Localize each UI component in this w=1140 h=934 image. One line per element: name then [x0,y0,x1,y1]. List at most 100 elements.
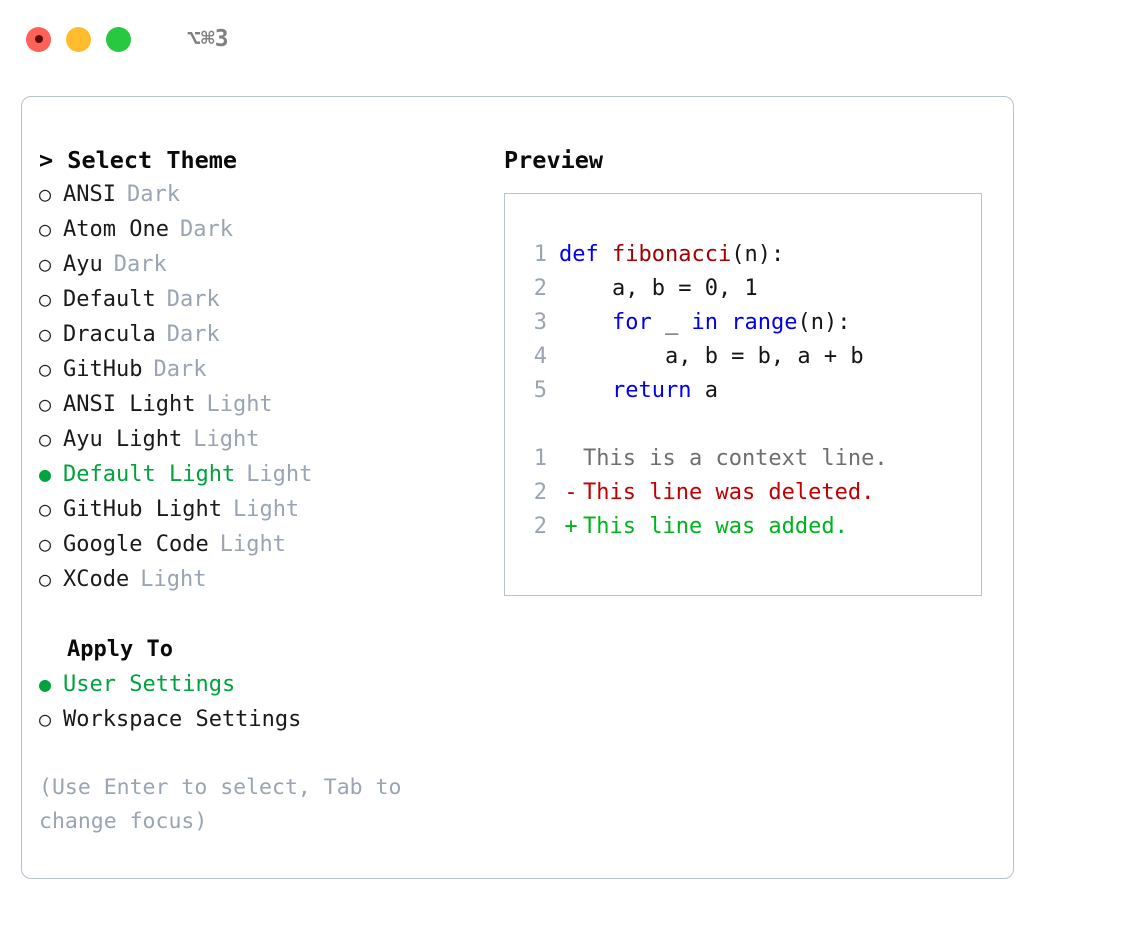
code-line: 4 a, b = b, a + b [517,340,981,374]
diff-line-text: This is a context line. [583,446,888,471]
theme-option[interactable]: ○ XCode Light [39,562,492,597]
diff-marker: + [564,514,578,539]
apply-to-option[interactable]: ●User Settings [39,667,492,702]
diff-line: 1 This is a context line. [517,442,981,476]
theme-option-label: Google Code [63,532,209,557]
radio-unselected-icon: ○ [39,567,52,591]
code-token: (n): [797,310,851,335]
theme-variant-badge: Dark [166,287,220,312]
code-token: range [731,310,798,335]
code-token [559,310,612,335]
code-line-text: a, b = b, a + b [559,340,864,374]
radio-unselected-icon: ○ [39,532,52,556]
theme-option-label: GitHub Light [63,497,222,522]
apply-to-option[interactable]: ○Workspace Settings [39,702,492,737]
theme-variant-badge: Dark [179,217,233,242]
theme-option[interactable]: ○ Ayu Light Light [39,422,492,457]
code-line-number: 5 [533,378,547,403]
diff-line-text: This line was added. [583,514,848,539]
theme-option[interactable]: ○ ANSI Dark [39,177,492,212]
theme-option-label: Default [63,287,156,312]
code-token [718,310,731,335]
theme-option-label: XCode [63,567,130,592]
radio-unselected-icon: ○ [39,182,52,206]
apply-to-list[interactable]: ●User Settings○Workspace Settings [39,667,492,737]
theme-variant-badge: Light [246,462,313,487]
diff-line: 2 +This line was added. [517,510,981,544]
diff-marker: - [564,480,578,505]
theme-option[interactable]: ○ Default Dark [39,282,492,317]
code-line: 5 return a [517,374,981,408]
diff-sample: 1 This is a context line. 2-This line was… [517,442,981,544]
minimize-window-button[interactable] [66,26,91,52]
keyboard-shortcut-label: ⌥⌘3 [187,25,229,52]
code-line-number: 2 [533,276,547,301]
close-window-button[interactable] [26,26,51,52]
code-token: def [559,242,612,267]
code-token: for [611,310,652,335]
theme-variant-badge: Light [232,497,300,522]
theme-variant-badge: Light [193,427,260,452]
theme-option-label: ANSI [63,182,116,207]
maximize-window-button[interactable] [106,26,131,52]
theme-option-label: Ayu Light [63,427,183,452]
radio-unselected-icon: ○ [39,497,52,521]
theme-option-label: GitHub [63,357,143,382]
code-line-text: def fibonacci(n): [559,238,784,272]
code-token: _ [651,310,692,335]
code-line: 2 a, b = 0, 1 [517,272,981,306]
diff-line-number: 2 [533,480,547,505]
radio-selected-icon: ● [39,462,52,486]
theme-option-label: Ayu [63,252,103,277]
code-token: (n): [731,242,785,267]
code-token: a, b = 0, 1 [559,276,758,301]
code-line-text: return a [559,374,718,408]
radio-unselected-icon: ○ [39,427,52,451]
theme-option-label: ANSI Light [63,392,196,417]
window-titlebar: ⌥⌘3 [0,0,1140,78]
theme-variant-badge: Dark [113,252,167,277]
theme-option-label: Default Light [63,462,236,487]
code-line-number: 4 [533,344,547,369]
theme-option[interactable]: ● Default Light Light [39,457,492,492]
radio-unselected-icon: ○ [39,392,52,416]
code-token [559,378,612,403]
theme-variant-badge: Light [140,567,207,592]
code-line-number: 1 [533,242,547,267]
theme-variant-badge: Dark [126,182,180,207]
diff-line-number: 2 [533,514,547,539]
theme-option[interactable]: ○ GitHub Light Light [39,492,492,527]
theme-option[interactable]: ○ Ayu Dark [39,247,492,282]
diff-line-number: 1 [533,446,547,471]
code-line: 3 for _ in range(n): [517,306,981,340]
code-line: 1 def fibonacci(n): [517,238,981,272]
diff-marker [559,442,583,476]
diff-line-text: This line was deleted. [583,480,875,505]
theme-variant-badge: Dark [166,322,220,347]
code-token: in [691,310,718,335]
code-token: a, b = b, a + b [559,344,864,369]
apply-to-heading: Apply To [67,637,173,662]
theme-variant-badge: Dark [153,357,207,382]
radio-unselected-icon: ○ [39,322,52,346]
preview-heading: Preview [504,146,604,174]
apply-to-option-label: Workspace Settings [63,707,302,732]
traffic-lights [26,26,131,52]
apply-to-option-label: User Settings [63,672,236,697]
code-line-text: a, b = 0, 1 [559,272,758,306]
code-token: fibonacci [611,242,732,267]
radio-unselected-icon: ○ [39,287,52,311]
radio-unselected-icon: ○ [39,252,52,276]
code-token: return [611,378,692,403]
